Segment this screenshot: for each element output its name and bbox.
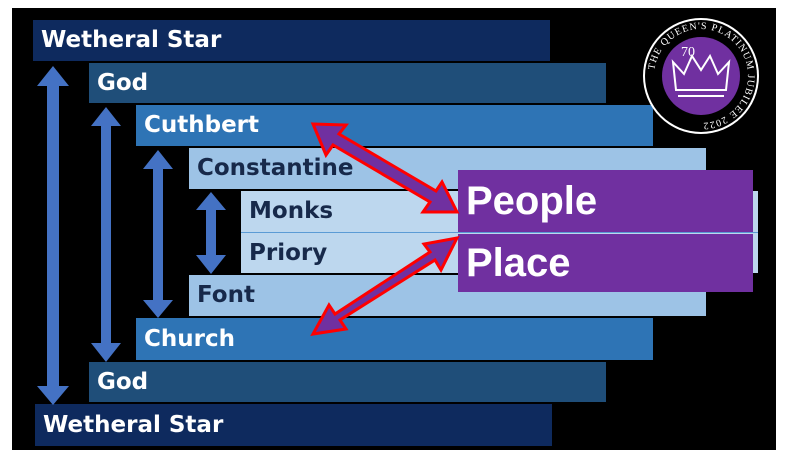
- place-box: Place: [458, 234, 753, 292]
- jubilee-emblem: THE QUEEN'S PLATINUM JUBILEE 2022 70: [643, 18, 759, 134]
- double-arrow-place-church: [310, 235, 460, 336]
- crown-icon: [671, 53, 731, 91]
- vertical-arrow-cuthbert: [143, 150, 173, 318]
- vertical-arrow-god: [91, 107, 121, 362]
- label-wetheral-star-top: Wetheral Star: [41, 27, 222, 53]
- label-church: Church: [144, 325, 235, 352]
- level-bar-wetheral-star-top: Wetheral Star: [33, 20, 550, 61]
- divider-line: [241, 232, 758, 233]
- label-god-bottom: God: [97, 368, 149, 395]
- level-bar-cuthbert: Cuthbert: [136, 105, 653, 146]
- label-constantine: Constantine: [197, 155, 354, 181]
- emblem-number: 70: [681, 45, 695, 60]
- label-font: Font: [197, 282, 255, 308]
- vertical-arrow-outer: [37, 66, 69, 405]
- level-bar-wetheral-star-bottom: Wetheral Star: [35, 404, 552, 446]
- vertical-arrow-constantine: [196, 192, 226, 274]
- double-arrow-cuthbert-people: [310, 122, 460, 214]
- level-bar-church: Church: [136, 318, 653, 360]
- level-bar-god-bottom: God: [89, 362, 606, 402]
- label-god-top: God: [97, 69, 149, 96]
- label-monks: Monks: [249, 198, 334, 224]
- level-bar-god-top: God: [89, 63, 606, 103]
- people-label: People: [466, 178, 598, 223]
- place-label: Place: [466, 240, 571, 285]
- label-wetheral-star-bottom: Wetheral Star: [43, 411, 224, 438]
- label-cuthbert: Cuthbert: [144, 112, 260, 138]
- label-priory: Priory: [249, 239, 328, 266]
- people-box: People: [458, 170, 753, 232]
